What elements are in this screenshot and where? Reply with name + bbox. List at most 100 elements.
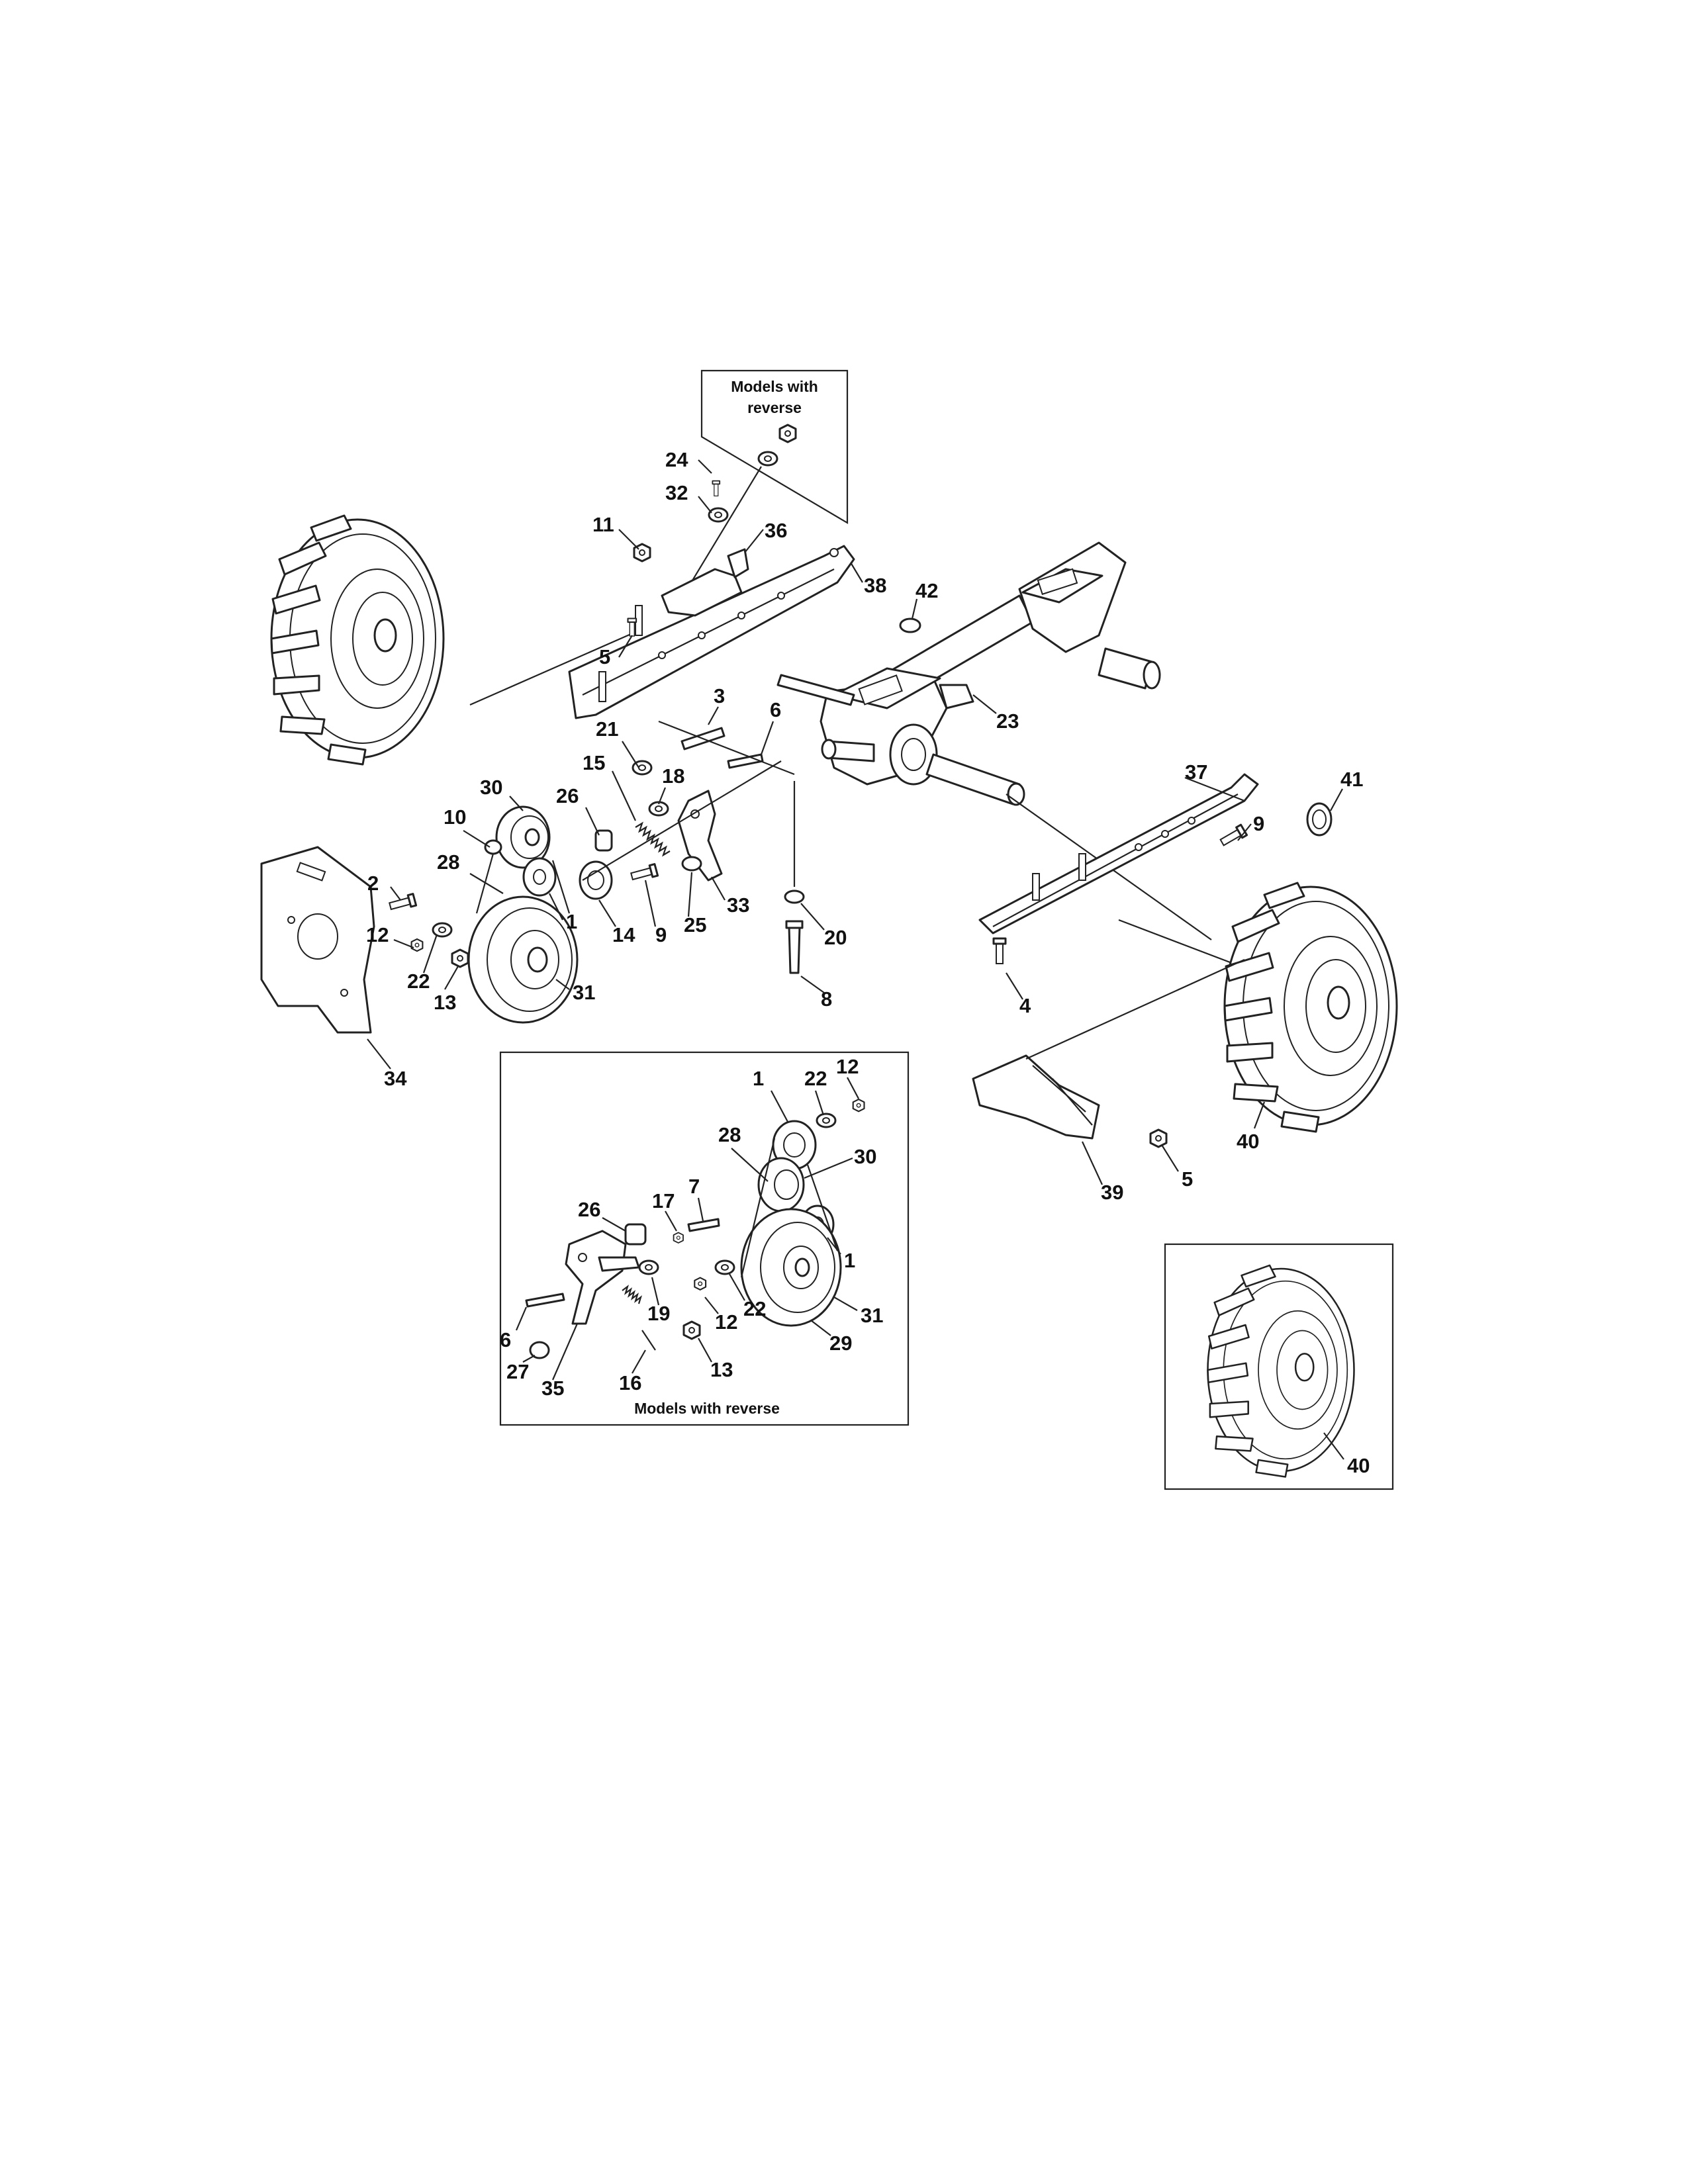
main-callouts: 1 2 3 4 5 5 6 8 9 9 10 11 12 13 14 15 18… (366, 448, 1363, 1204)
inset-callout-22-bottom: 22 (743, 1297, 766, 1320)
nut-5-lower (1149, 1128, 1168, 1148)
top-inset-caption-line2: reverse (747, 399, 802, 416)
inset-callout-28: 28 (718, 1123, 741, 1146)
callout-9: 9 (655, 923, 667, 946)
callout-28: 28 (437, 850, 459, 874)
pulley-assembly (387, 805, 613, 1024)
callout-23: 23 (996, 709, 1019, 733)
callout-37: 37 (1185, 760, 1207, 784)
callout-4: 4 (1019, 994, 1031, 1017)
inset-callout-19: 19 (647, 1302, 670, 1325)
inset-callout-6: 6 (500, 1328, 511, 1351)
inset-callout-26: 26 (578, 1198, 600, 1221)
callout-5b: 5 (1182, 1167, 1193, 1191)
right-frame-bracket (978, 773, 1259, 974)
callout-42: 42 (915, 579, 938, 602)
wheel-inset-callout-40: 40 (1347, 1454, 1370, 1477)
bottom-inset-caption: Models with reverse (634, 1400, 780, 1417)
callout-36: 36 (765, 519, 787, 542)
right-tire (1223, 882, 1398, 1133)
callout-9b: 9 (1253, 812, 1264, 835)
reverse-washer (757, 451, 778, 467)
top-inset: Models with reverse (675, 369, 849, 610)
bolt-6 (727, 753, 764, 769)
spacer-26 (594, 829, 613, 852)
inset-nut-17 (673, 1232, 684, 1244)
inset-nut-12-top (852, 1099, 865, 1113)
inset-nut-13 (682, 1320, 701, 1340)
inset-callout-17: 17 (652, 1189, 675, 1212)
callout-22: 22 (407, 970, 430, 993)
callout-25: 25 (684, 913, 706, 936)
callout-2: 2 (367, 872, 379, 895)
reverse-screw (778, 424, 797, 443)
inset-washer-22-top (816, 1113, 837, 1128)
callout-12: 12 (366, 923, 389, 946)
inset-callout-12-bottom: 12 (715, 1310, 737, 1334)
callout-34: 34 (384, 1067, 407, 1090)
callout-26: 26 (556, 784, 579, 807)
callout-33: 33 (727, 893, 749, 917)
callout-30: 30 (480, 776, 502, 799)
callout-14: 14 (612, 923, 635, 946)
left-frame-bracket (469, 545, 855, 719)
callout-40: 40 (1237, 1130, 1259, 1153)
inset-callout-1-top: 1 (753, 1067, 764, 1090)
washer-25 (681, 856, 702, 872)
bolt-9-right (1218, 823, 1248, 849)
callout-39: 39 (1101, 1181, 1123, 1204)
callout-21: 21 (596, 717, 618, 741)
nut-12 (410, 938, 424, 952)
callout-1: 1 (566, 910, 577, 933)
callout-5: 5 (599, 645, 610, 668)
inset-nut-12-bottom (694, 1277, 707, 1291)
inset-callout-22-top: 22 (804, 1067, 827, 1090)
inset-washer-22-bottom (714, 1259, 735, 1275)
callout-11: 11 (592, 513, 614, 536)
idler-arm-assembly (582, 720, 805, 974)
transmission-axle (776, 541, 1212, 940)
inset-callout-30: 30 (854, 1145, 876, 1168)
washer-32 (708, 507, 729, 523)
callout-20: 20 (824, 926, 847, 949)
washer-22 (432, 922, 453, 938)
left-tire (270, 514, 445, 766)
washer-20 (784, 889, 805, 904)
bolt-24 (712, 480, 721, 497)
inset-callout-7: 7 (688, 1175, 700, 1198)
reverse-inset-leader-lines (515, 1077, 859, 1381)
inset-callout-13: 13 (710, 1358, 733, 1381)
top-inset-caption-line1: Models with (731, 378, 818, 395)
callout-6: 6 (770, 698, 781, 721)
inset-callout-35: 35 (541, 1377, 564, 1400)
bolt-9-left (629, 863, 659, 884)
inset-callout-1-bottom: 1 (844, 1249, 855, 1272)
inset-callout-16: 16 (619, 1371, 641, 1394)
reverse-inset-callouts: 1 1 6 7 12 12 13 16 17 19 22 22 26 27 28… (500, 1055, 883, 1400)
callout-18: 18 (662, 764, 684, 788)
bottom-inset: Models with reverse (499, 1051, 910, 1426)
inset-washer-19 (638, 1259, 659, 1275)
callout-15: 15 (583, 751, 605, 774)
shield-39 (972, 958, 1245, 1148)
callout-32: 32 (665, 481, 688, 504)
callout-10: 10 (444, 805, 466, 829)
callout-31: 31 (573, 981, 595, 1004)
wheel-inset (1164, 1243, 1394, 1490)
callout-24: 24 (665, 448, 688, 471)
bolt-4 (992, 937, 1007, 965)
nut-13 (451, 948, 469, 968)
belt-cover-34 (260, 846, 375, 1034)
plug-42 (899, 617, 921, 633)
inset-callout-29: 29 (829, 1332, 852, 1355)
inset-callout-31: 31 (861, 1304, 883, 1327)
callout-3: 3 (714, 684, 725, 707)
callout-38: 38 (864, 574, 886, 597)
inset-callout-12-top: 12 (836, 1055, 859, 1078)
bolt-8 (788, 925, 801, 974)
clip-41 (1306, 802, 1333, 837)
upper-bracket-assembly (627, 480, 749, 637)
washer-10 (484, 839, 502, 855)
inset-callout-27: 27 (506, 1360, 529, 1383)
